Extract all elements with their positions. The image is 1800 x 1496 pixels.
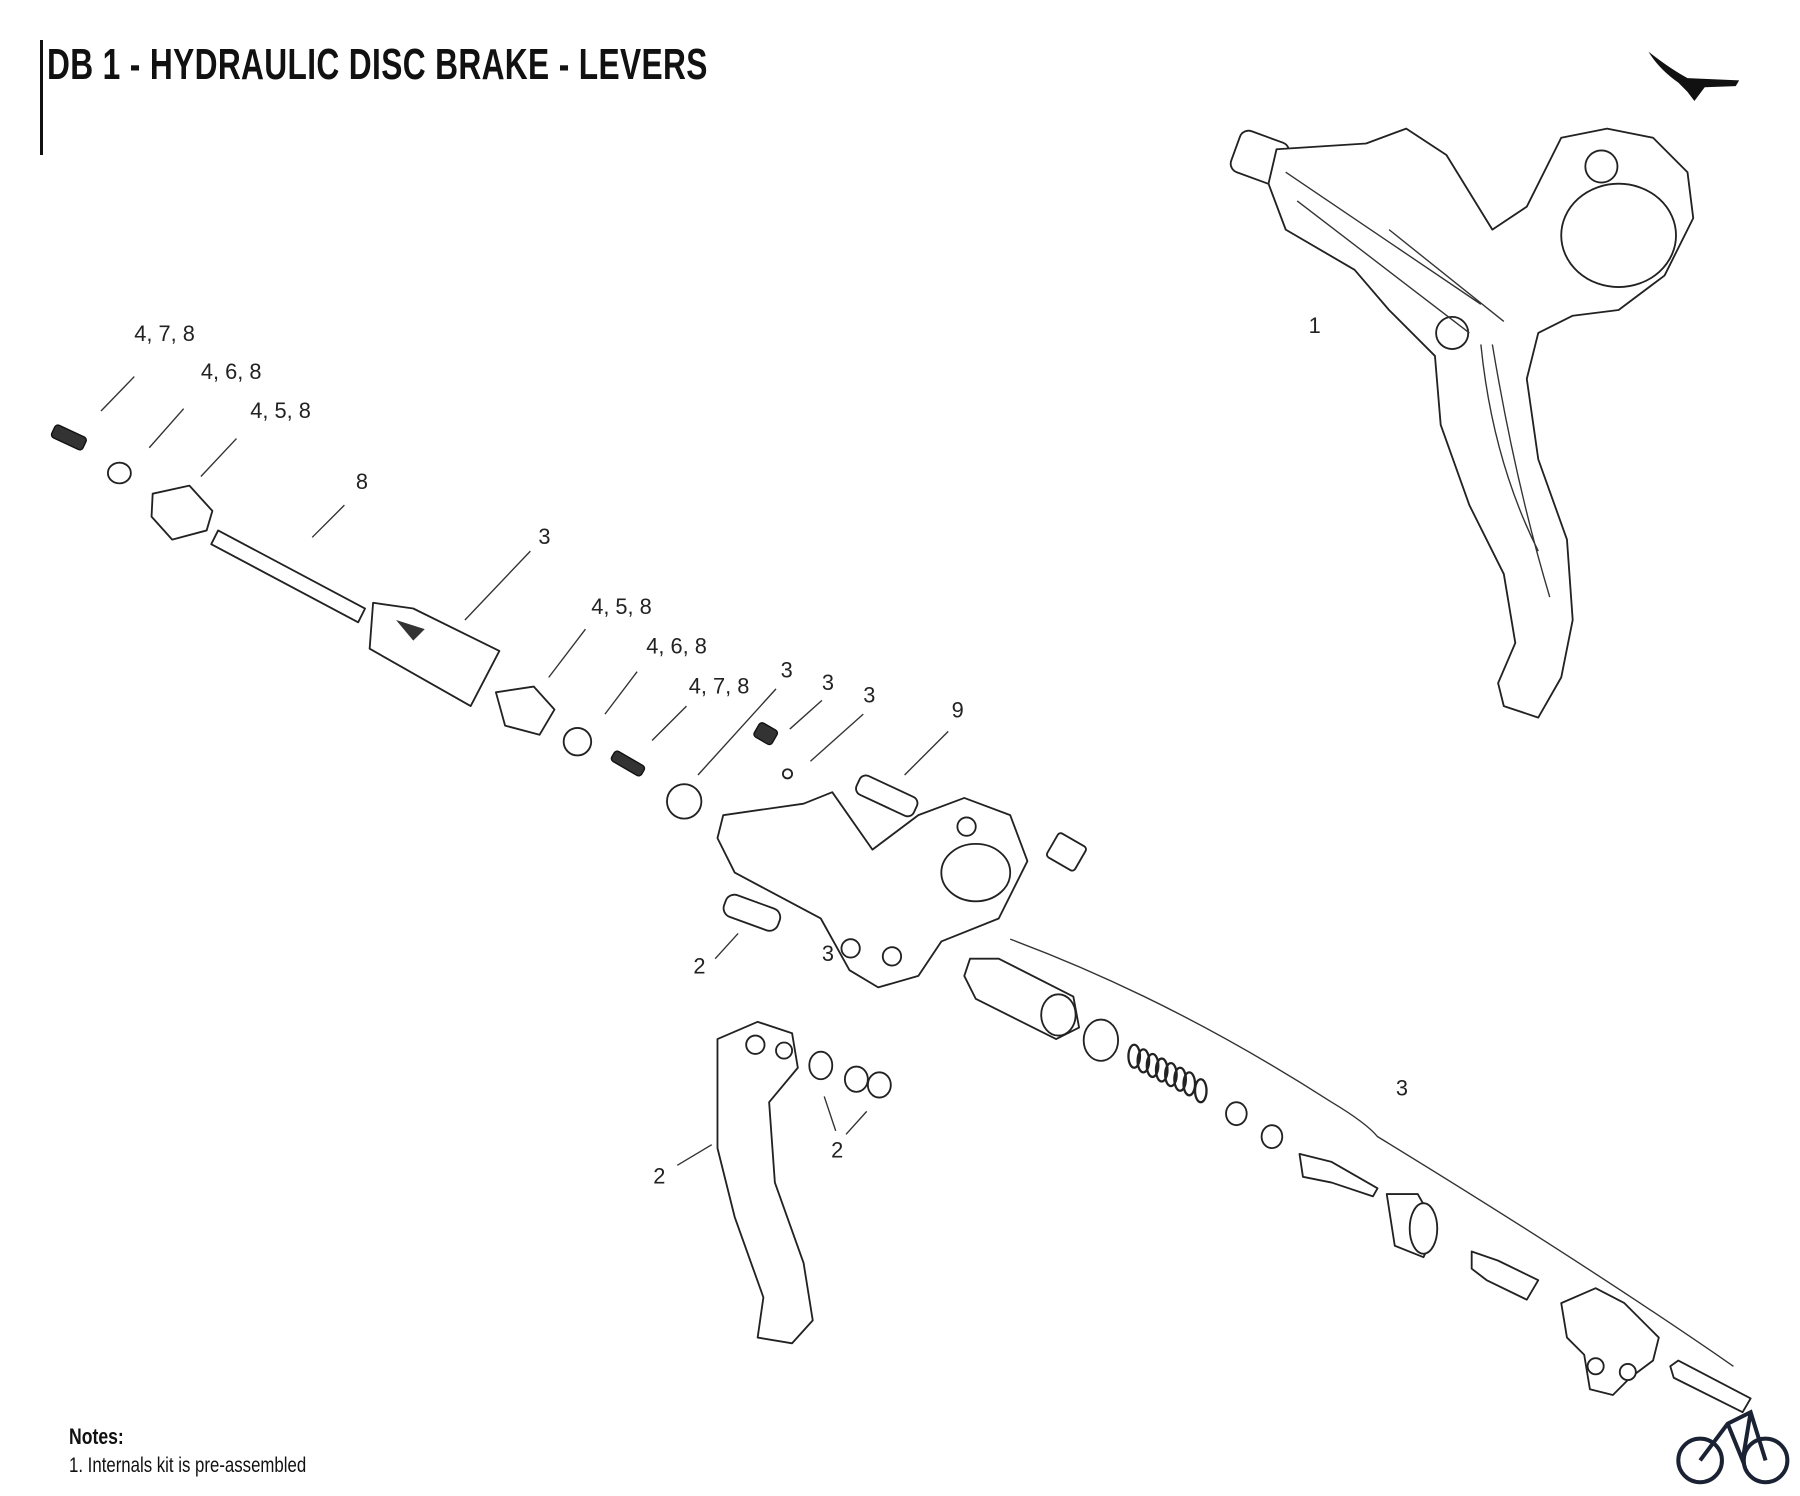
callout-4-6-8: 4, 6, 8 <box>201 359 262 384</box>
callout-3: 3 <box>863 683 875 708</box>
internals-kit-part <box>963 957 1752 1414</box>
callout-3: 3 <box>822 941 834 966</box>
callout-4-7-8: 4, 7, 8 <box>134 321 195 346</box>
callout-8: 8 <box>356 469 368 494</box>
bird-logo-icon <box>1648 51 1740 102</box>
callout-4-5-8: 4, 5, 8 <box>250 398 311 423</box>
lever-body-part <box>716 791 1029 989</box>
blade-lever-part <box>716 1020 892 1345</box>
callout-3: 3 <box>781 657 793 682</box>
callout-2: 2 <box>831 1137 843 1162</box>
assembled-lever-part <box>1229 127 1695 719</box>
small-parts <box>50 424 1087 932</box>
notes-heading: Notes: <box>69 1424 124 1449</box>
title-rule <box>40 40 43 155</box>
callout-4-6-8: 4, 6, 8 <box>646 633 707 658</box>
callout-4-7-8: 4, 7, 8 <box>689 673 750 698</box>
page-title: DB 1 - HYDRAULIC DISC BRAKE - LEVERS <box>47 40 708 89</box>
callout-9: 9 <box>952 698 964 723</box>
callout-4-5-8: 4, 5, 8 <box>591 594 652 619</box>
bicycle-logo-icon <box>1676 1409 1790 1485</box>
callout-2: 2 <box>653 1164 665 1189</box>
leader-lines <box>100 376 1734 1367</box>
callout-1: 1 <box>1309 313 1321 338</box>
callout-3: 3 <box>822 670 834 695</box>
callout-3: 3 <box>1396 1075 1408 1100</box>
callout-3: 3 <box>538 524 550 549</box>
callout-labels: 4, 7, 8 4, 6, 8 4, 5, 8 8 3 4, 5, 8 4, 6… <box>134 313 1408 1189</box>
notes-section: Notes: 1. Internals kit is pre-assembled <box>69 1424 306 1478</box>
note-item: 1. Internals kit is pre-assembled <box>69 1454 307 1477</box>
callout-2: 2 <box>693 954 705 979</box>
